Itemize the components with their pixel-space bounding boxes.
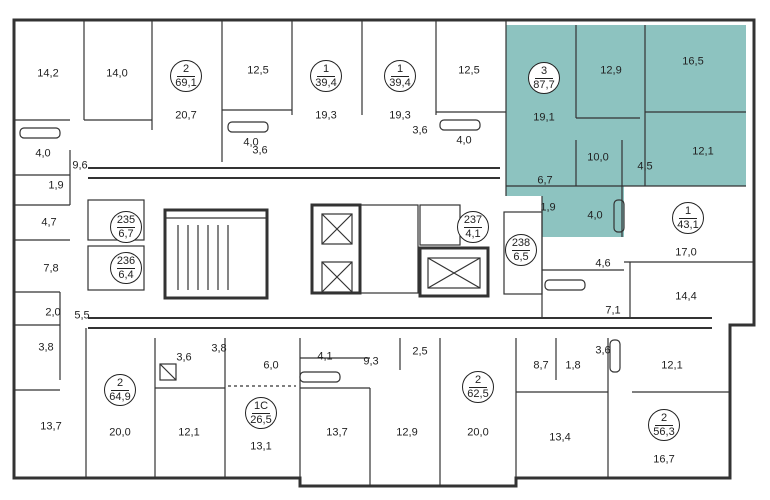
room-area-label: 1,8 xyxy=(565,359,581,372)
room-area-label: 14,0 xyxy=(106,67,128,80)
room-area-label: 2,5 xyxy=(412,345,428,358)
room-area-label: 3,8 xyxy=(211,342,227,355)
room-area-label: 14,2 xyxy=(37,67,59,80)
room-area-label: 19,3 xyxy=(315,109,337,122)
room-area-label: 20,7 xyxy=(175,109,197,122)
apartment-area: 62,5 xyxy=(467,387,489,400)
room-area-label: 12,5 xyxy=(247,64,269,77)
room-area-label: 17,0 xyxy=(675,246,697,259)
room-area-label: 4,0 xyxy=(587,209,603,222)
room-area-label: 14,4 xyxy=(675,290,697,303)
room-area-label: 12,9 xyxy=(600,64,622,77)
room-area-label: 3,8 xyxy=(38,341,54,354)
room-area-label: 16,7 xyxy=(653,453,675,466)
room-area-label: 2,0 xyxy=(45,306,61,319)
apartment-area: 39,4 xyxy=(315,76,337,89)
room-area-label: 4,5 xyxy=(637,160,653,173)
room-area-label: 4,0 xyxy=(456,134,472,147)
room-area-label: 4,0 xyxy=(35,147,51,160)
room-area-label: 12,9 xyxy=(396,426,418,439)
apartment-rooms: 1 xyxy=(317,63,335,77)
room-area-label: 1,9 xyxy=(540,201,556,214)
storage-number: 235 xyxy=(116,213,136,228)
apartment-area: 26,5 xyxy=(250,413,272,426)
room-area-label: 3,6 xyxy=(412,124,428,137)
room-area-label: 12,1 xyxy=(661,359,683,372)
apartment-area: 64,9 xyxy=(109,390,131,403)
room-area-label: 5,5 xyxy=(74,309,90,322)
room-area-label: 4,6 xyxy=(595,257,611,270)
apartment-rooms: 1С xyxy=(252,399,270,414)
storage-number: 237 xyxy=(463,213,483,228)
room-area-label: 3,6 xyxy=(252,144,268,157)
room-area-label: 4,7 xyxy=(41,216,57,229)
apartment-rooms: 2 xyxy=(655,412,673,426)
storage-area: 6,4 xyxy=(118,268,134,281)
room-area-label: 12,1 xyxy=(692,145,714,158)
room-area-label: 20,0 xyxy=(109,426,131,439)
room-area-label: 13,1 xyxy=(250,440,272,453)
apartment-area: 87,7 xyxy=(533,78,555,91)
room-area-label: 3,6 xyxy=(595,344,611,357)
room-area-label: 7,1 xyxy=(605,304,621,317)
room-area-label: 19,3 xyxy=(389,109,411,122)
room-area-label: 7,8 xyxy=(43,262,59,275)
room-area-label: 13,7 xyxy=(326,426,348,439)
apartment-area: 56,3 xyxy=(653,425,675,438)
room-area-label: 8,7 xyxy=(533,359,549,372)
highlighted-apartment[interactable] xyxy=(506,25,746,237)
apartment-rooms: 1 xyxy=(391,63,409,77)
apartment-rooms: 1 xyxy=(679,205,697,219)
room-area-label: 6,7 xyxy=(537,174,553,187)
storage-number: 236 xyxy=(116,254,136,269)
apartment-rooms: 2 xyxy=(111,377,129,391)
room-area-label: 10,0 xyxy=(587,151,609,164)
room-area-label: 4,1 xyxy=(317,350,333,363)
room-area-label: 9,6 xyxy=(72,159,88,172)
room-area-label: 19,1 xyxy=(533,111,555,124)
room-area-label: 12,1 xyxy=(178,426,200,439)
apartment-area: 69,1 xyxy=(175,76,197,89)
apartment-area: 43,1 xyxy=(677,218,699,231)
apartment-rooms: 3 xyxy=(535,65,553,79)
room-area-label: 20,0 xyxy=(467,426,489,439)
room-area-label: 12,5 xyxy=(458,64,480,77)
apartment-area: 39,4 xyxy=(389,76,411,89)
room-area-label: 16,5 xyxy=(682,55,704,68)
room-area-label: 9,3 xyxy=(363,355,379,368)
room-area-label: 4,0 xyxy=(243,136,259,149)
apartment-rooms: 2 xyxy=(469,374,487,388)
room-area-label: 1,9 xyxy=(48,179,64,192)
storage-area: 6,5 xyxy=(513,250,529,263)
apartment-rooms: 2 xyxy=(177,63,195,77)
room-area-label: 3,6 xyxy=(176,351,192,364)
storage-area: 4,1 xyxy=(465,227,481,240)
storage-number: 238 xyxy=(511,236,531,251)
storage-area: 6,7 xyxy=(118,227,134,240)
room-area-label: 13,7 xyxy=(40,420,62,433)
room-area-label: 13,4 xyxy=(549,431,571,444)
room-area-label: 6,0 xyxy=(263,359,279,372)
